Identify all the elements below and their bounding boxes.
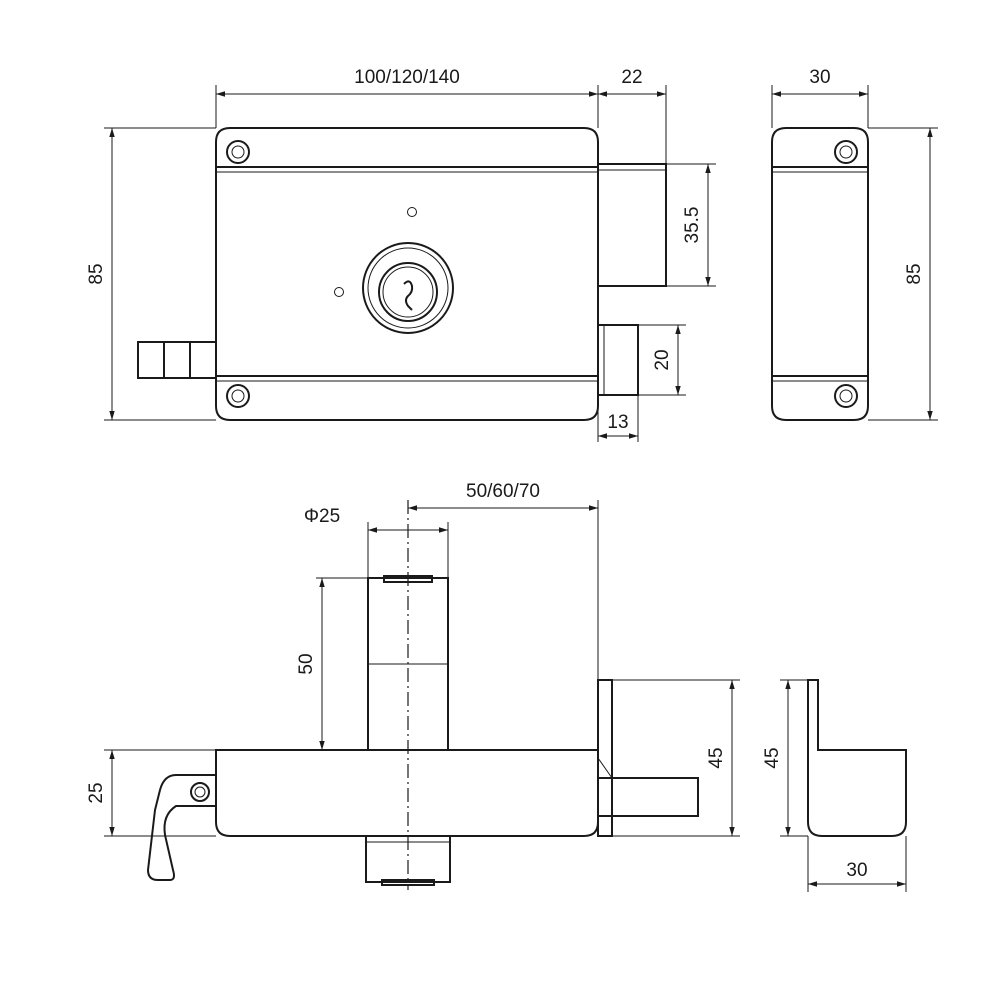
side-bracket-outline — [807, 679, 907, 837]
key-cylinder — [362, 242, 454, 334]
screw-hole-bottom-left — [226, 384, 250, 408]
side-screw-hole-top — [834, 140, 858, 164]
strike-plate-plan — [597, 679, 613, 837]
pin-hole-top — [407, 207, 417, 217]
pin-hole-left — [334, 287, 344, 297]
screw-hole-top-left — [226, 140, 250, 164]
dim-label-latch-depth: 13 — [607, 412, 628, 433]
dim-label-body-depth: 25 — [86, 782, 107, 803]
side-screw-hole-bottom — [834, 384, 858, 408]
dim-label-cylinder-diameter: Φ25 — [304, 506, 340, 527]
dim-label-strike-depth: 45 — [706, 747, 727, 768]
keyhole-icon — [403, 280, 414, 311]
side-plate-outline — [771, 127, 869, 421]
dim-label-height-left: 85 — [86, 263, 107, 284]
dim-label-side-depth: 45 — [762, 747, 783, 768]
dim-label-bolt-height: 35.5 — [682, 207, 703, 244]
dim-label-backset: 50/60/70 — [466, 481, 540, 502]
dim-label-height-right: 85 — [904, 263, 925, 284]
cylinder-lower — [365, 835, 451, 883]
deadbolt — [597, 163, 667, 287]
plan-view: Φ25 50/60/70 50 25 45 — [86, 481, 740, 890]
plan-body-outline — [215, 749, 599, 837]
dim-label-top-width: 100/120/140 — [354, 67, 460, 88]
side-plan-view: 45 30 — [762, 679, 907, 892]
latch-bolt — [597, 324, 639, 396]
lock-case-outline — [215, 127, 599, 421]
latch-knob-left — [137, 341, 217, 379]
deadbolt-plan — [597, 777, 699, 817]
dim-label-side-width: 30 — [809, 67, 830, 88]
side-view: 30 85 — [771, 67, 938, 421]
dim-label-side-width-bottom: 30 — [846, 860, 867, 881]
dim-label-latch-height: 20 — [652, 349, 673, 370]
front-view: 100/120/140 22 85 35.5 20 13 — [86, 67, 716, 442]
dim-label-cylinder-length: 50 — [296, 653, 317, 674]
dim-label-bolt-offset: 22 — [621, 67, 642, 88]
latch-handle — [146, 774, 216, 881]
